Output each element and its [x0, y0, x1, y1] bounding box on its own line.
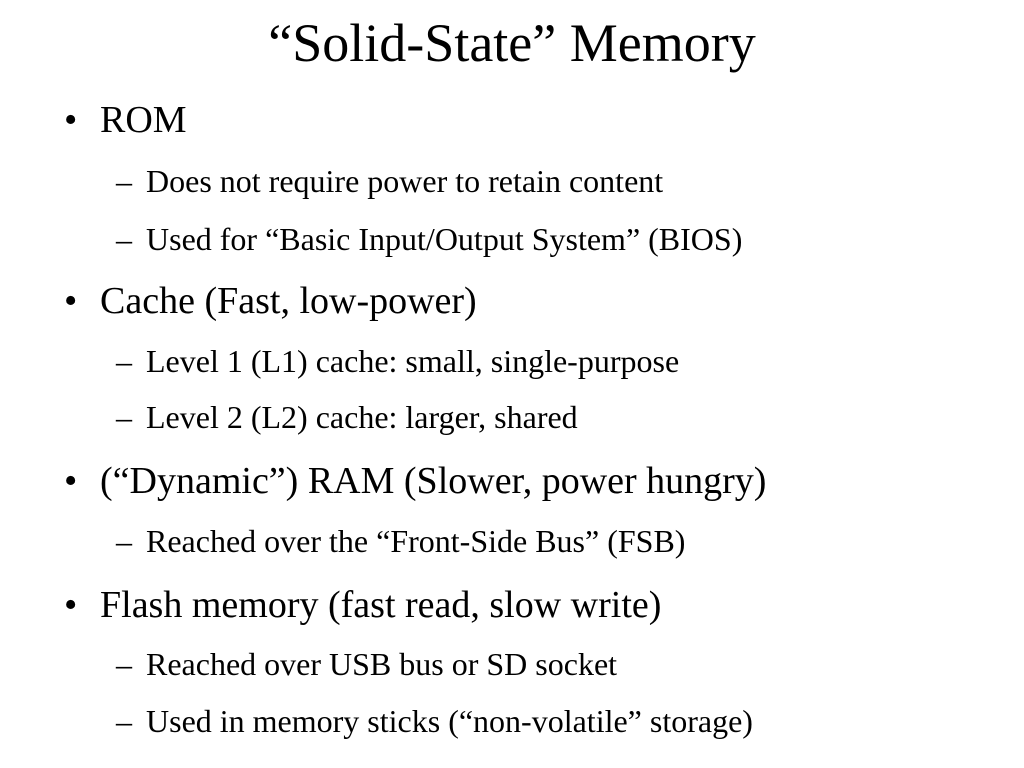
sub-bullet-text: Level 1 (L1) cache: small, single-purpos… — [146, 343, 680, 379]
bullet-text: Cache (Fast, low-power) — [100, 280, 477, 322]
sub-bullet-marker: – — [116, 343, 132, 379]
sub-bullet-text: Used for “Basic Input/Output System” (BI… — [146, 221, 743, 257]
sub-bullet-text: Used in memory sticks (“non-volatile” st… — [146, 703, 753, 739]
sub-bullet-text: Reached over the “Front-Side Bus” (FSB) — [146, 523, 686, 559]
bullet-marker: • — [64, 460, 78, 502]
sub-bullet-text: Level 2 (L2) cache: larger, shared — [146, 399, 578, 435]
sub-bullet-marker: – — [116, 221, 132, 257]
sub-bullet-marker: – — [116, 163, 132, 199]
sub-bullet-marker: – — [116, 703, 132, 739]
sub-bullet-marker: – — [116, 399, 132, 435]
sub-bullet-marker: – — [116, 523, 132, 559]
bullet-marker: • — [64, 280, 78, 322]
bullet-text: Flash memory (fast read, slow write) — [100, 584, 662, 626]
slide-title: “Solid-State” Memory — [268, 13, 756, 73]
sub-bullet-marker: – — [116, 646, 132, 682]
bullet-text: ROM — [100, 99, 187, 141]
bullet-marker: • — [64, 99, 78, 141]
sub-bullet-text: Reached over USB bus or SD socket — [146, 646, 618, 682]
bullet-text: (“Dynamic”) RAM (Slower, power hungry) — [100, 460, 767, 502]
bullet-marker: • — [64, 584, 78, 626]
sub-bullet-text: Does not require power to retain content — [146, 163, 664, 199]
